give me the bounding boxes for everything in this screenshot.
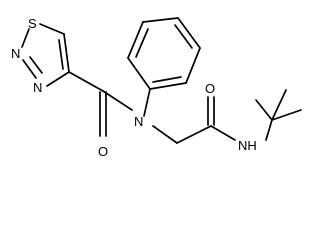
phenyl-bond-2: [127, 21, 144, 59]
phenyl-bond-5: [185, 47, 201, 84]
nitrogen-ring-upper-label: N: [11, 46, 20, 61]
bond-cq-ch3-top: [271, 89, 287, 121]
nh-label: NH: [238, 138, 257, 153]
bond-cq-ch3-left: [255, 99, 273, 121]
bond-c4-carbonyl: [68, 71, 104, 92]
amide-nitrogen-label: N: [134, 114, 143, 129]
bond-s-ch: [39, 23, 65, 35]
phenyl-inner-1: [135, 28, 149, 58]
carbonyl-oxygen-label: O: [205, 81, 215, 96]
carboxamide: [68, 71, 133, 137]
phenyl-bond-4: [177, 17, 201, 49]
sulfur-atom-label: S: [28, 16, 37, 31]
phenyl-bond-6: [149, 82, 187, 90]
bond-ch-c4-inner: [58, 39, 64, 70]
molecule-diagram: S N N N O O NH: [11, 16, 302, 159]
phenyl-bond-1: [127, 57, 151, 90]
bond-n-n: [22, 59, 37, 79]
thiadiazole-ring: [21, 23, 70, 87]
bond-n-n-inner: [29, 56, 43, 74]
phenyl-ring: [127, 17, 201, 117]
tert-butyl-group: [255, 89, 302, 141]
bond-n-phenyl: [143, 88, 151, 117]
nitrogen-ring-lower-label: N: [33, 80, 42, 95]
bond-cq-ch3-right: [271, 109, 302, 121]
bond-carbonyl-n: [102, 90, 133, 111]
phenyl-inner-2: [174, 24, 193, 49]
bond-n-s: [21, 28, 30, 48]
phenyl-inner-3: [152, 76, 182, 83]
bond-c4-n: [46, 71, 70, 87]
amide-oxygen-label: O: [98, 144, 108, 159]
bond-ch2-carbonyl: [176, 125, 212, 144]
bond-nh-cq: [265, 119, 273, 141]
phenyl-bond-3: [142, 17, 179, 23]
bond-ch-c4: [63, 33, 70, 73]
bond-n-ch2: [152, 125, 178, 144]
glycinamide-chain: [152, 96, 236, 144]
bond-carbonyl-nh: [210, 125, 236, 141]
